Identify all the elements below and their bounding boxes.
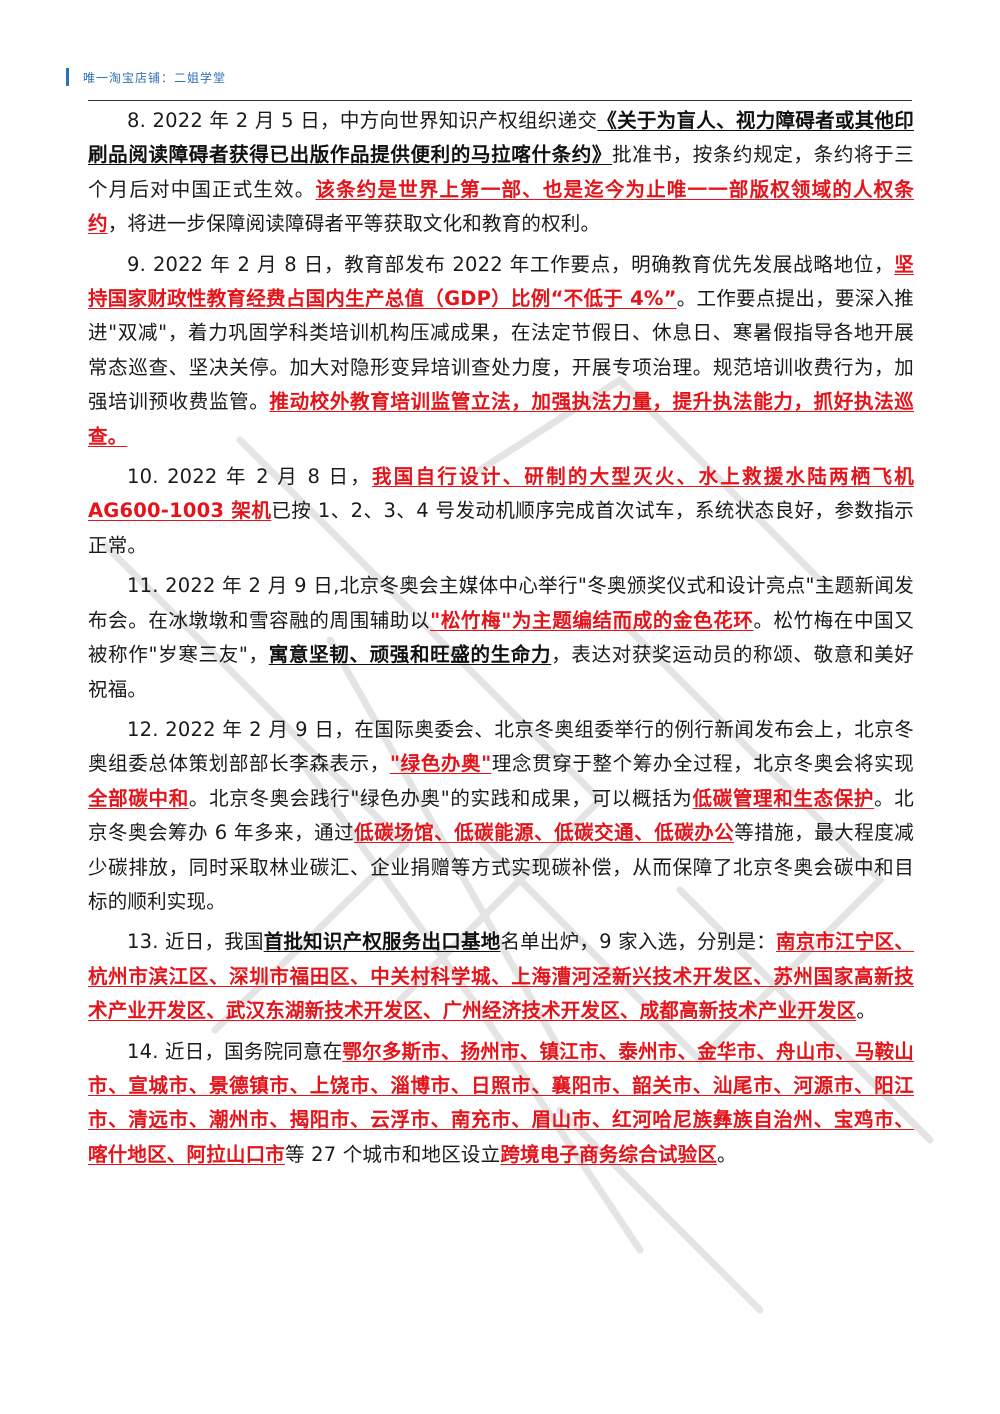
news-item-4: 11. 2022 年 2 月 9 日,北京冬奥会主媒体中心举行"冬奥颁奖仪式和设…	[88, 569, 914, 707]
highlight-red: 鄂尔多斯市、扬州市、镇江市、泰州市、金华市、舟山市、马鞍山市、宣城市、景德镇市、…	[88, 1039, 914, 1166]
body-text: 。北京冬奥会筹办 6 年多来，通过	[88, 786, 914, 845]
body-text: 批准书，按条约规定，条约将于三个月后对中国正式生效。	[88, 143, 914, 201]
highlight-red: 南京市江宁区、杭州市滨江区、深圳市福田区、中关村科学城、上海漕河泾新兴技术开发区…	[88, 930, 915, 1023]
header-rule	[88, 100, 912, 101]
body-text: 等 27 个城市和地区设立	[285, 1142, 501, 1166]
body-text: 8. 2022 年 2 月 5 日，中方向世界知识产权组织递交	[127, 109, 598, 132]
highlight-red: "松竹梅"为主题编结而成的金色花环	[430, 608, 754, 632]
highlight-red: 低碳管理和生态保护	[692, 786, 875, 810]
highlight-red: 跨境电子商务综合试验区	[500, 1142, 718, 1166]
highlight-red: 低碳场馆、低碳能源、低碳交通、低碳办公	[354, 821, 735, 845]
highlight-red: 全部碳中和	[88, 786, 189, 810]
news-item-7: 14. 近日，国务院同意在鄂尔多斯市、扬州市、镇江市、泰州市、金华市、舟山市、马…	[88, 1035, 914, 1173]
highlight-black: 《关于为盲人、视力障碍者或其他印刷品阅读障碍者获得已出版作品提供便利的马拉喀什条…	[88, 109, 915, 167]
body-text: 11. 2022 年 2 月 9 日,北京冬奥会主媒体中心举行"冬奥颁奖仪式和设…	[88, 574, 914, 632]
body-text: 理念贯穿于整个筹办全过程，北京冬奥会将实现	[491, 752, 914, 776]
body-text: 名单出炉，9 家入选，分别是：	[500, 930, 776, 954]
body-text: 10. 2022 年 2 月 8 日，	[127, 465, 373, 489]
news-item-1: 8. 2022 年 2 月 5 日，中方向世界知识产权组织递交《关于为盲人、视力…	[88, 104, 914, 242]
highlight-red: 推动校外教育培训监管立法，加强执法力量，提升执法能力，抓好执法巡查。	[88, 390, 914, 448]
news-item-3: 10. 2022 年 2 月 8 日，我国自行设计、研制的大型灭火、水上救援水陆…	[88, 460, 914, 563]
body-text: ，表达对获奖运动员的称颂、敬意和美好祝福。	[88, 643, 914, 701]
body-text: 14. 近日，国务院同意在	[127, 1039, 343, 1063]
news-item-6: 13. 近日，我国首批知识产权服务出口基地名单出炉，9 家入选，分别是：南京市江…	[88, 925, 914, 1028]
highlight-red: 该条约是世界上第一部、也是迄今为止唯一一部版权领域的人权条约	[88, 177, 914, 236]
body-text: 13. 近日，我国	[127, 930, 264, 954]
news-item-5: 12. 2022 年 2 月 9 日，在国际奥委会、北京冬奥组委举行的例行新闻发…	[88, 713, 914, 919]
header-accent-bar	[66, 68, 69, 86]
body-text: 。工作要点提出，要深入推进"双减"，着力巩固学科类培训机构压减成果，在法定节假日…	[88, 287, 914, 414]
highlight-red: "绿色办奥"	[389, 752, 492, 776]
body-text: 。	[856, 999, 877, 1023]
page-header: 唯一淘宝店铺：二姐学堂	[66, 66, 226, 88]
header-shop-text: 唯一淘宝店铺：二姐学堂	[83, 70, 227, 85]
body-text: 。松竹梅在中国又被称作"岁寒三友"，	[88, 608, 914, 667]
document-body: 8. 2022 年 2 月 5 日，中方向世界知识产权组织递交《关于为盲人、视力…	[88, 104, 914, 1178]
highlight-black: 寓意坚韧、顽强和旺盛的生命力	[268, 643, 552, 667]
body-text: 已按 1、2、3、4 号发动机顺序完成首次试车，系统状态良好，参数指示正常。	[88, 499, 914, 557]
body-text: 。	[717, 1142, 737, 1166]
body-text: 9. 2022 年 2 月 8 日，教育部发布 2022 年工作要点，明确教育优…	[127, 252, 895, 276]
highlight-black: 首批知识产权服务出口基地	[263, 930, 501, 954]
highlight-red: 我国自行设计、研制的大型灭火、水上救援水陆两栖飞机 AG600-1003 架机	[88, 465, 914, 523]
highlight-red: 坚持国家财政性教育经费占国内生产总值（GDP）比例“不低于 4%”	[88, 252, 914, 311]
body-text: ，将进一步保障阅读障碍者平等获取文化和教育的权利。	[107, 212, 601, 236]
body-text: 12. 2022 年 2 月 9 日，在国际奥委会、北京冬奥组委举行的例行新闻发…	[88, 717, 914, 776]
body-text: 。北京冬奥会践行"绿色办奥"的实践和成果，可以概括为	[188, 786, 693, 810]
news-item-2: 9. 2022 年 2 月 8 日，教育部发布 2022 年工作要点，明确教育优…	[88, 248, 914, 454]
body-text: 等措施，最大程度减少碳排放，同时采取林业碳汇、企业捐赠等方式实现碳补偿，从而保障…	[88, 821, 914, 913]
